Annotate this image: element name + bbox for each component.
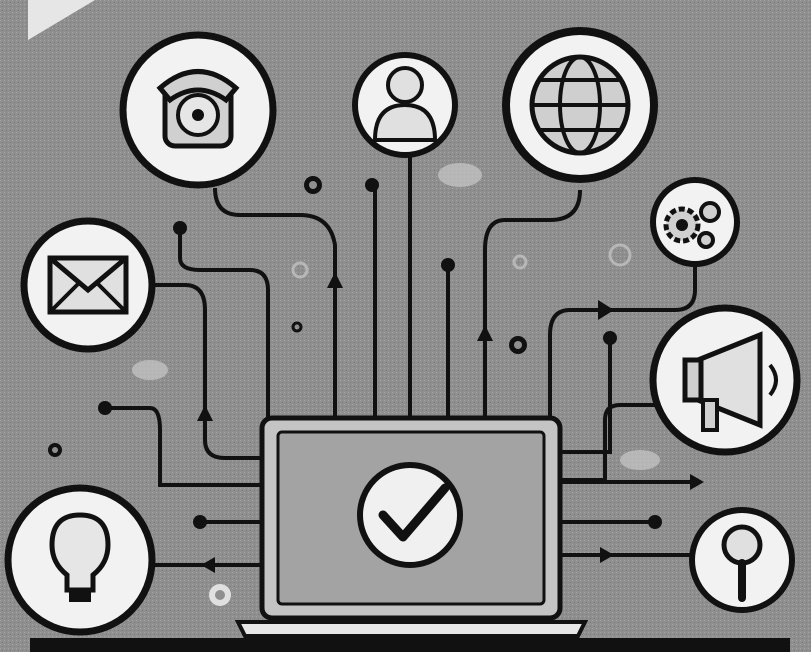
- corner-triangle: [28, 0, 95, 40]
- line-left-top: [178, 228, 270, 425]
- background-decorations: [132, 163, 660, 470]
- line-gears: [548, 262, 697, 450]
- user-icon: [352, 52, 458, 158]
- magnifier-icon: [689, 507, 795, 613]
- line-mail: [150, 283, 265, 460]
- line-left-mid: [105, 406, 262, 487]
- megaphone-icon: [649, 304, 801, 456]
- lightbulb-icon: [4, 484, 156, 636]
- line-mega: [560, 403, 660, 482]
- check-icon: [357, 462, 463, 568]
- laptop-base: [234, 620, 589, 638]
- globe-icon: [502, 27, 658, 183]
- gear-decorations: [48, 176, 527, 606]
- bottom-bar: [30, 638, 790, 652]
- line-phone: [213, 187, 337, 420]
- connection-lines: [105, 138, 700, 567]
- gears-icon: [650, 177, 740, 267]
- telephone-icon: [119, 31, 277, 189]
- laptop: [234, 415, 589, 638]
- envelope-icon: [20, 217, 156, 353]
- line-globe: [483, 189, 582, 420]
- line-right-top: [560, 340, 612, 454]
